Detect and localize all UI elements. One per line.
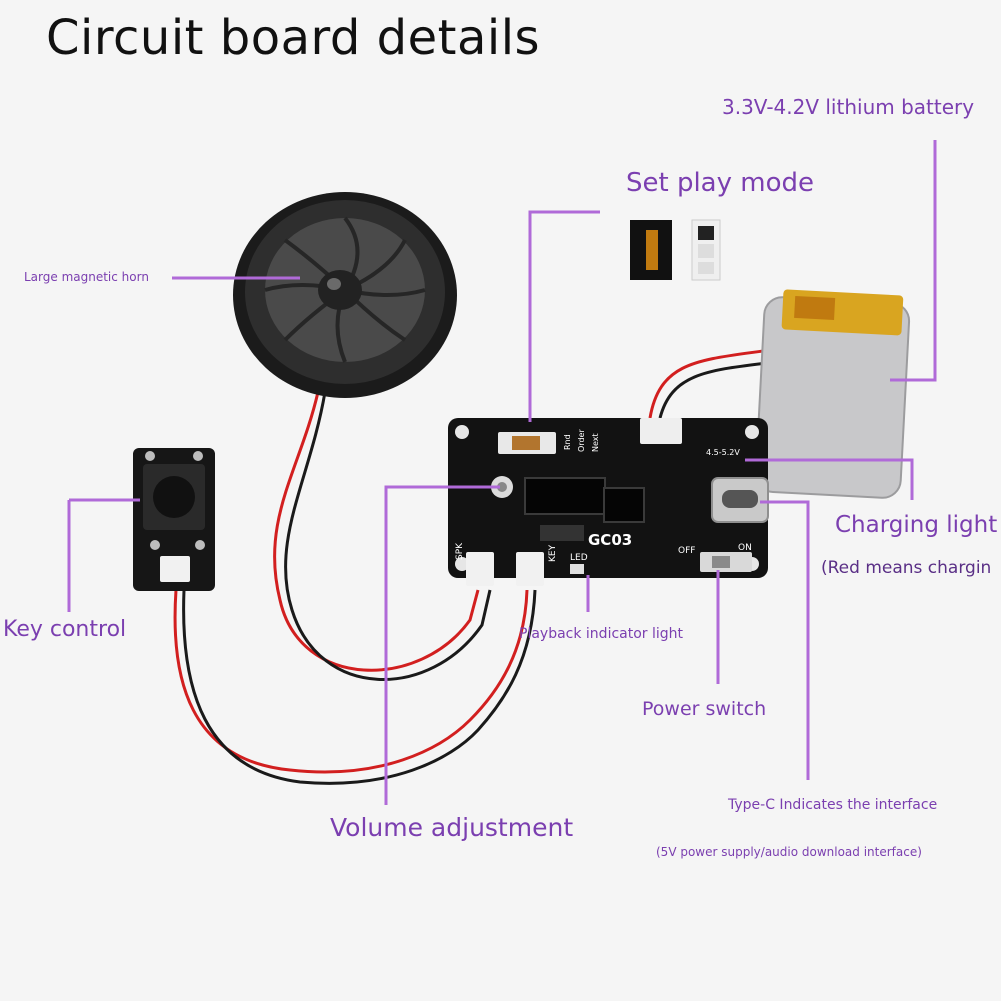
battery-label: 3.3V-4.2V lithium battery	[722, 95, 975, 119]
board-on-text: ON	[738, 543, 752, 553]
board-mode2-text: Order	[577, 429, 586, 452]
key-control-label: Key control	[3, 617, 127, 642]
lithium-battery	[754, 289, 911, 499]
main-board	[448, 418, 769, 586]
page-title: Circuit board details	[46, 10, 541, 66]
charging-note-label: (Red means chargin	[821, 558, 992, 578]
charging-light-callout-line	[745, 458, 914, 500]
play-mode-label: Set play mode	[626, 168, 815, 198]
horn-label: Large magnetic horn	[24, 270, 149, 284]
volume-callout-line	[384, 485, 500, 805]
speaker-wires	[273, 391, 492, 681]
battery-wires	[648, 348, 776, 419]
power-switch-label: Power switch	[642, 698, 767, 720]
board-spk-text: SPK	[455, 542, 465, 560]
board-mode3-text: Next	[591, 433, 600, 452]
key-module	[133, 448, 215, 591]
volume-adjustment-label: Volume adjustment	[330, 813, 574, 842]
board-off-text: OFF	[678, 546, 695, 556]
typec-callout-line	[760, 500, 810, 780]
board-mode1-text: Rnd	[563, 434, 572, 450]
board-model-text: GC03	[588, 531, 632, 549]
board-voltage-text: 4.5-5.2V	[706, 448, 740, 457]
board-led-text: LED	[570, 553, 588, 563]
play-mode-callout-line	[528, 210, 600, 422]
typec-note-label: (5V power supply/audio download interfac…	[656, 845, 922, 859]
battery-callout-line	[890, 140, 937, 382]
play-mode-inset	[630, 219, 721, 281]
playback-indicator-label: Playback indicator light	[519, 626, 684, 642]
speaker	[233, 192, 457, 398]
board-silkscreen: GC03 SPK KEY LED OFF ON 4.5-5.2V Rnd Ord…	[455, 429, 752, 563]
typec-label: Type-C Indicates the interface	[728, 797, 938, 813]
board-key-text: KEY	[548, 544, 558, 562]
charging-light-label: Charging light	[835, 512, 998, 538]
callout-lines	[67, 140, 937, 805]
